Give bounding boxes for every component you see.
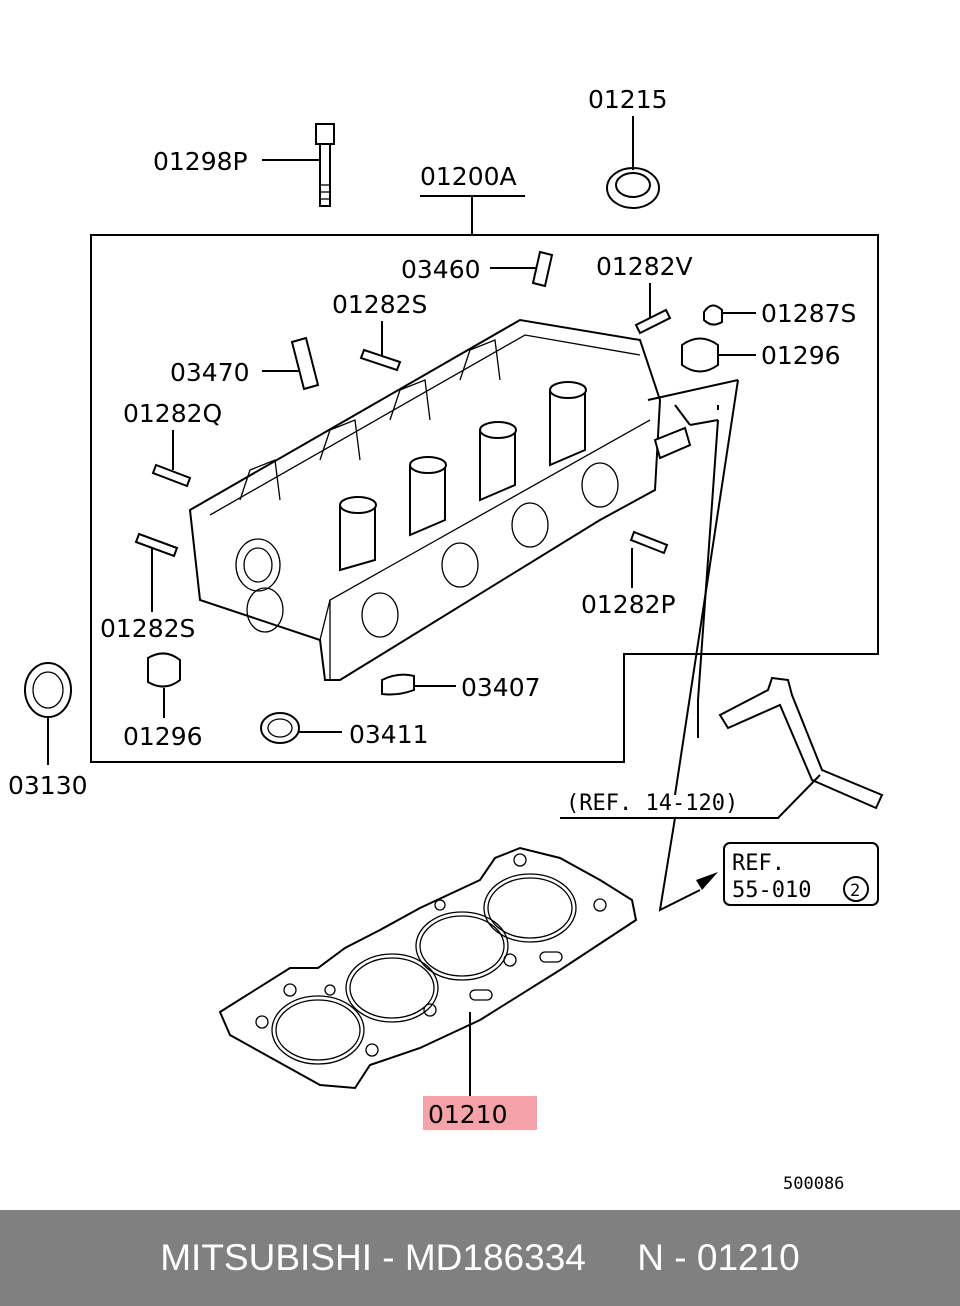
label-03460[interactable]: 03460 xyxy=(401,255,481,284)
assembly-frame xyxy=(90,234,879,763)
label-03411[interactable]: 03411 xyxy=(349,720,429,749)
ref-box-circle-number: 2 xyxy=(850,881,860,901)
seal-03407-part xyxy=(381,673,456,696)
seal-01215-part xyxy=(606,116,660,209)
label-03407[interactable]: 03407 xyxy=(461,673,541,702)
stud-01282V-part xyxy=(634,283,672,335)
guide-03470-part xyxy=(262,336,320,391)
parts-diagram: (REF. 14-120) REF. 55-010 2 01215 0129 xyxy=(8,85,884,1194)
label-01282Q[interactable]: 01282Q xyxy=(123,399,222,428)
footer-bar: MITSUBISHI - MD186334 N - 01210 xyxy=(0,1210,960,1306)
label-01282P[interactable]: 01282P xyxy=(581,590,676,619)
head-gasket-part xyxy=(218,846,638,1098)
stud-01282P-part xyxy=(629,530,669,588)
label-01287S[interactable]: 01287S xyxy=(761,299,856,328)
label-03130[interactable]: 03130 xyxy=(8,771,88,800)
ref-box-line2: 55-010 xyxy=(732,878,811,903)
hose-ref-label: (REF. 14-120) xyxy=(566,791,738,816)
label-03470[interactable]: 03470 xyxy=(170,358,250,387)
label-01210[interactable]: 01210 xyxy=(428,1100,508,1129)
cap-01296-left-part xyxy=(147,652,181,718)
catalog-code: 500086 xyxy=(783,1174,844,1194)
label-01282S-top[interactable]: 01282S xyxy=(332,290,427,319)
seal-03130-part xyxy=(24,662,72,765)
ref-box-line1: REF. xyxy=(732,851,785,876)
ref-box: REF. 55-010 2 xyxy=(723,842,879,906)
cap-01296-right-part xyxy=(681,337,756,373)
label-01200A[interactable]: 01200A xyxy=(420,162,517,191)
label-01215[interactable]: 01215 xyxy=(588,85,668,114)
seal-03411-part xyxy=(260,712,342,744)
label-01298P[interactable]: 01298P xyxy=(153,147,248,176)
label-01282V[interactable]: 01282V xyxy=(596,252,693,281)
stud-01282S-top-part xyxy=(359,321,402,372)
part-highlight xyxy=(423,1096,537,1130)
cylinder-head xyxy=(188,318,692,681)
plug-01287S-part xyxy=(703,304,756,326)
bolt-01298P-part xyxy=(262,123,335,207)
label-01296-right[interactable]: 01296 xyxy=(761,341,841,370)
stud-01282Q-part xyxy=(151,430,192,488)
guide-03460-part xyxy=(490,250,554,288)
label-01282S-bottom[interactable]: 01282S xyxy=(100,614,195,643)
label-01296-left[interactable]: 01296 xyxy=(123,722,203,751)
footer-part-info: MITSUBISHI - MD186334 N - 01210 xyxy=(160,1237,800,1278)
stud-01282S-bottom-part xyxy=(134,532,179,612)
hose-part xyxy=(717,405,884,810)
